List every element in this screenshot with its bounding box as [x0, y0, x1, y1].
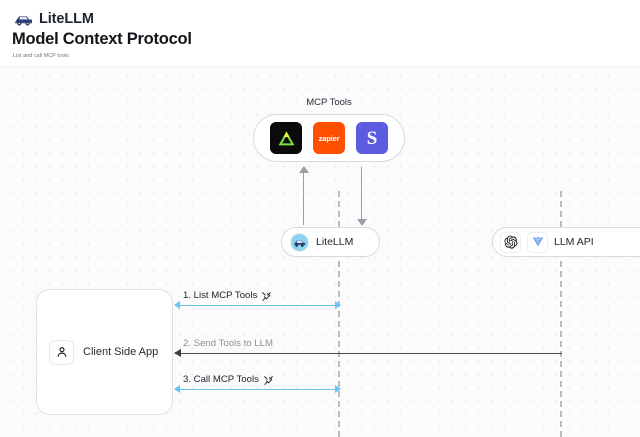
node-litellm[interactable]: LiteLLM	[281, 227, 380, 257]
diagram-canvas[interactable]: MCP Tools zapier S	[0, 66, 640, 437]
tools-icon	[261, 291, 272, 302]
node-llm-api[interactable]: LLM API	[492, 227, 640, 257]
mcp-tools-group-label: MCP Tools	[306, 97, 352, 108]
user-person-icon	[49, 339, 74, 365]
message-1-label: 1. List MCP Tools	[183, 290, 258, 301]
node-llm-api-label: LLM API	[554, 236, 594, 248]
brand-name: LiteLLM	[39, 11, 94, 27]
vertex-ai-logo-icon	[527, 231, 548, 253]
arrow-head-left-icon	[174, 384, 180, 393]
zapier-tool-icon[interactable]: zapier	[313, 122, 345, 154]
message-list-mcp-tools[interactable]: 1. List MCP Tools	[174, 290, 341, 311]
message-send-tools-to-llm[interactable]: 2. Send Tools to LLM	[174, 338, 562, 359]
arrow-head-right-icon	[335, 300, 341, 309]
page-subtitle: List and call MCP tools	[13, 53, 69, 59]
message-call-mcp-tools[interactable]: 3. Call MCP Tools	[174, 374, 341, 395]
litellm-truck-logo-icon	[14, 11, 33, 27]
node-litellm-label: LiteLLM	[316, 236, 354, 248]
message-2-label: 2. Send Tools to LLM	[183, 338, 273, 349]
lifeline-llm-api	[560, 191, 562, 437]
node-client-side-app-label: Client Side App	[83, 346, 159, 358]
arrow-head-left-icon	[174, 348, 181, 357]
arrow-head-left-icon	[174, 300, 180, 309]
dialpad-tool-icon[interactable]	[270, 122, 302, 154]
arrow-mcp-to-litellm-icon	[357, 167, 367, 226]
litellm-avatar-icon	[290, 232, 309, 252]
brand-bar: LiteLLM	[14, 8, 94, 30]
arrow-litellm-to-mcp-icon	[299, 166, 309, 225]
message-3-label: 3. Call MCP Tools	[183, 374, 259, 385]
mcp-tools-group[interactable]: zapier S	[253, 114, 405, 162]
lifeline-litellm	[338, 191, 340, 437]
node-client-side-app[interactable]: Client Side App	[36, 289, 173, 415]
tools-icon	[263, 375, 274, 386]
slack-tool-icon[interactable]: S	[356, 122, 388, 154]
openai-logo-icon	[500, 231, 521, 253]
arrow-head-right-icon	[335, 384, 341, 393]
page-title: Model Context Protocol	[12, 30, 192, 48]
